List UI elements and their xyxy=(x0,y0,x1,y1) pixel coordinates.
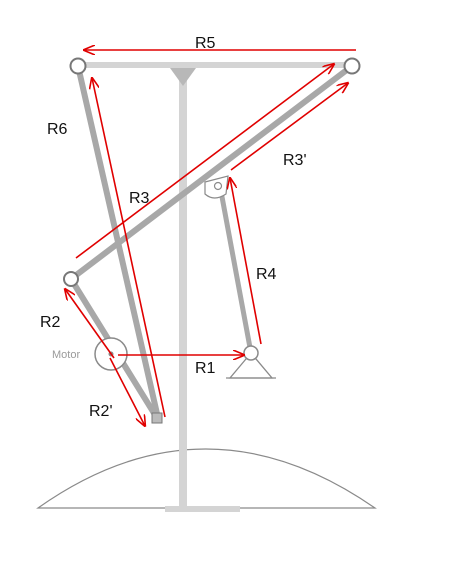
label-r3-prime: R3' xyxy=(283,152,307,169)
joint-top-right xyxy=(343,57,361,75)
link-r3 xyxy=(68,63,355,282)
label-r6: R6 xyxy=(47,121,68,138)
vector-r2 xyxy=(65,289,115,359)
label-r4: R4 xyxy=(256,266,277,283)
label-r1: R1 xyxy=(195,360,216,377)
joint-left xyxy=(63,271,79,287)
mid-joint-pin xyxy=(213,181,223,191)
vector-r6 xyxy=(92,78,166,418)
vector-r3 xyxy=(75,64,334,259)
top-bar xyxy=(78,62,352,68)
label-motor: Motor xyxy=(52,349,80,361)
label-r5: R5 xyxy=(195,35,216,52)
label-r3: R3 xyxy=(129,190,150,207)
ground-pivot xyxy=(243,345,259,361)
vector-r2-prime xyxy=(109,357,145,426)
vector-r3-prime xyxy=(230,83,348,171)
vector-r4 xyxy=(230,178,262,345)
link-r4 xyxy=(217,183,254,356)
label-r2-prime: R2' xyxy=(89,403,113,420)
ground-dome xyxy=(36,448,377,509)
joint-lower xyxy=(151,412,163,424)
vertical-post xyxy=(179,68,187,511)
joint-top-left xyxy=(69,57,87,75)
post-base xyxy=(165,506,240,512)
label-r2: R2 xyxy=(40,314,61,331)
top-pivot xyxy=(170,68,196,86)
